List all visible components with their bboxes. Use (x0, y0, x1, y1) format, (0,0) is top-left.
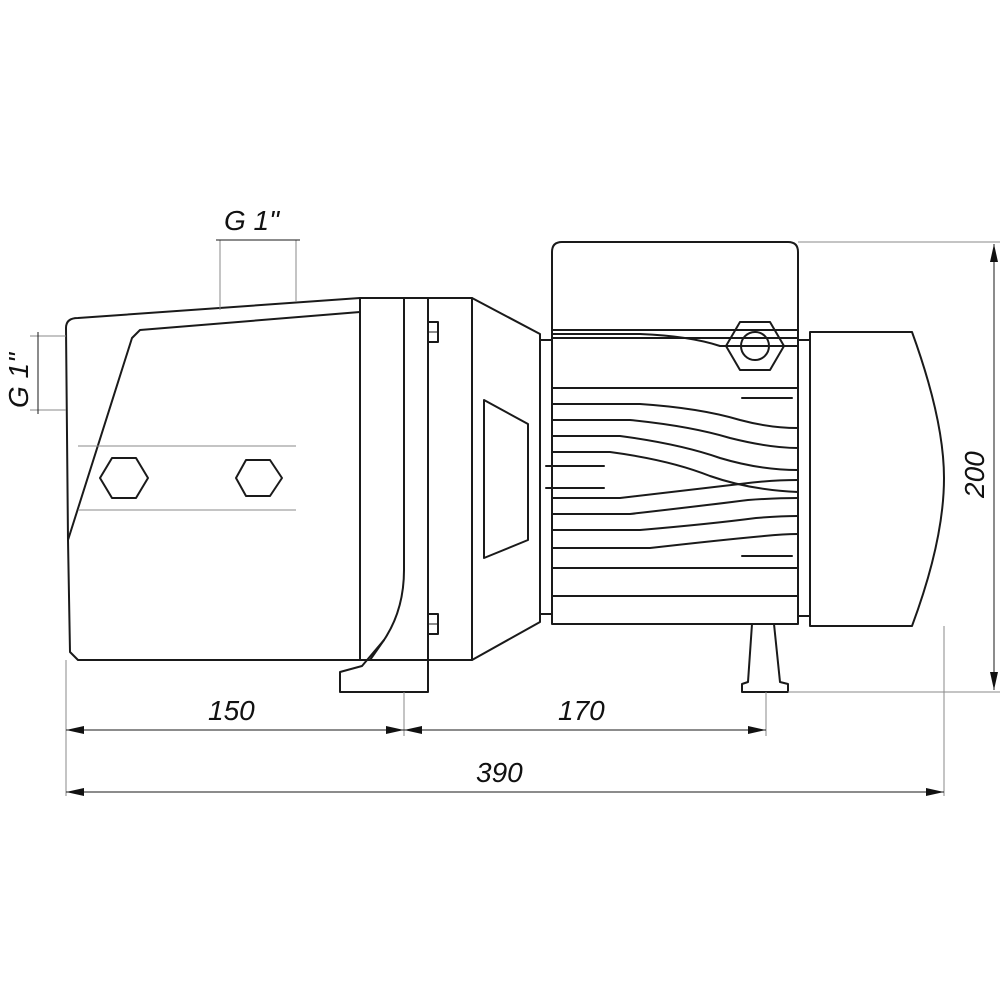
hex-nut-right (235, 459, 283, 497)
dimension-lengths: 150 170 390 (65, 626, 945, 796)
inlet-thread-label: G 1" (3, 352, 34, 408)
mounting-flange (339, 297, 473, 693)
pump-head-housing (65, 297, 361, 661)
fan-cover (797, 331, 945, 627)
motor-foot (741, 623, 789, 693)
overall-height-label: 200 (959, 451, 990, 499)
motor-mount-length-label: 170 (558, 695, 605, 726)
dimension-outlet-thread: G 1" (216, 205, 300, 310)
motor-body (545, 241, 799, 625)
motor-adapter (471, 297, 553, 661)
hex-nut-left (99, 457, 149, 499)
dimension-inlet-thread: G 1" (3, 332, 66, 414)
outlet-thread-label: G 1" (224, 205, 280, 236)
overall-length-label: 390 (476, 757, 523, 788)
cable-gland-hex (725, 321, 785, 371)
pump-head-length-label: 150 (208, 695, 255, 726)
dimension-overall-height: 200 (788, 241, 1000, 693)
